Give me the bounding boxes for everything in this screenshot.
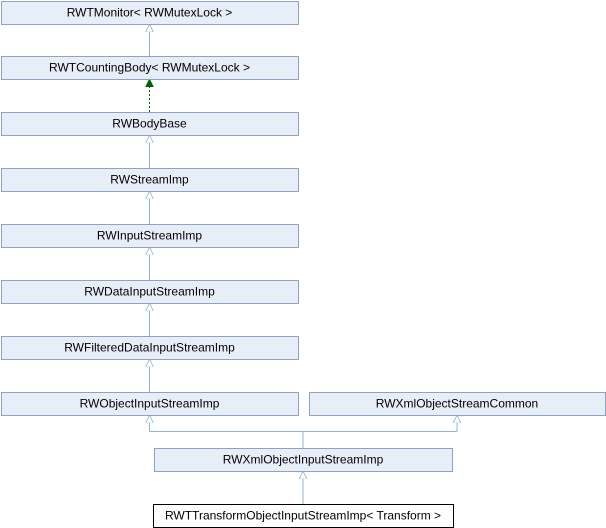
class-node-box[interactable] <box>1 224 299 248</box>
class-node-label: RWTCountingBody< RWMutexLock > <box>49 61 250 75</box>
class-node-box[interactable] <box>1 392 299 416</box>
class-node[interactable]: RWTMonitor< RWMutexLock > <box>1 1 299 25</box>
class-node-label: RWBodyBase <box>112 117 187 131</box>
class-node-box[interactable] <box>1 280 299 304</box>
class-node-label: RWTMonitor< RWMutexLock > <box>67 6 233 20</box>
class-node-label: RWFilteredDataInputStreamImp <box>64 341 235 355</box>
edge-n10-to-n9 <box>302 416 457 448</box>
class-node[interactable]: RWStreamImp <box>1 168 299 192</box>
class-node-label: RWDataInputStreamImp <box>84 285 215 299</box>
class-node-box[interactable] <box>154 448 453 472</box>
class-node-label: RWInputStreamImp <box>97 229 202 243</box>
class-node[interactable]: RWFilteredDataInputStreamImp <box>1 336 299 360</box>
edges-layer <box>150 25 458 504</box>
class-node-label: RWXmlObjectStreamCommon <box>376 397 538 411</box>
class-node-label: RWStreamImp <box>110 173 189 187</box>
class-node-label: RWTTransformObjectInputStreamImp< Transf… <box>165 509 441 523</box>
class-node[interactable]: RWTCountingBody< RWMutexLock > <box>1 56 299 80</box>
class-node-label: RWXmlObjectInputStreamImp <box>223 453 384 467</box>
class-node[interactable]: RWObjectInputStreamImp <box>1 392 299 416</box>
class-node-label: RWObjectInputStreamImp <box>80 397 220 411</box>
class-node-box[interactable] <box>1 336 299 360</box>
class-node[interactable]: RWInputStreamImp <box>1 224 299 248</box>
class-node-box[interactable] <box>1 112 299 136</box>
class-node[interactable]: RWDataInputStreamImp <box>1 280 299 304</box>
class-node-box[interactable] <box>1 168 299 192</box>
class-node-box[interactable] <box>1 56 299 80</box>
class-node[interactable]: RWXmlObjectInputStreamImp <box>154 448 453 472</box>
class-node[interactable]: RWTTransformObjectInputStreamImp< Transf… <box>153 504 454 528</box>
class-node-box[interactable] <box>1 1 299 25</box>
class-node[interactable]: RWXmlObjectStreamCommon <box>309 392 606 416</box>
class-node[interactable]: RWBodyBase <box>1 112 299 136</box>
edge-n10-to-n8 <box>150 416 304 448</box>
